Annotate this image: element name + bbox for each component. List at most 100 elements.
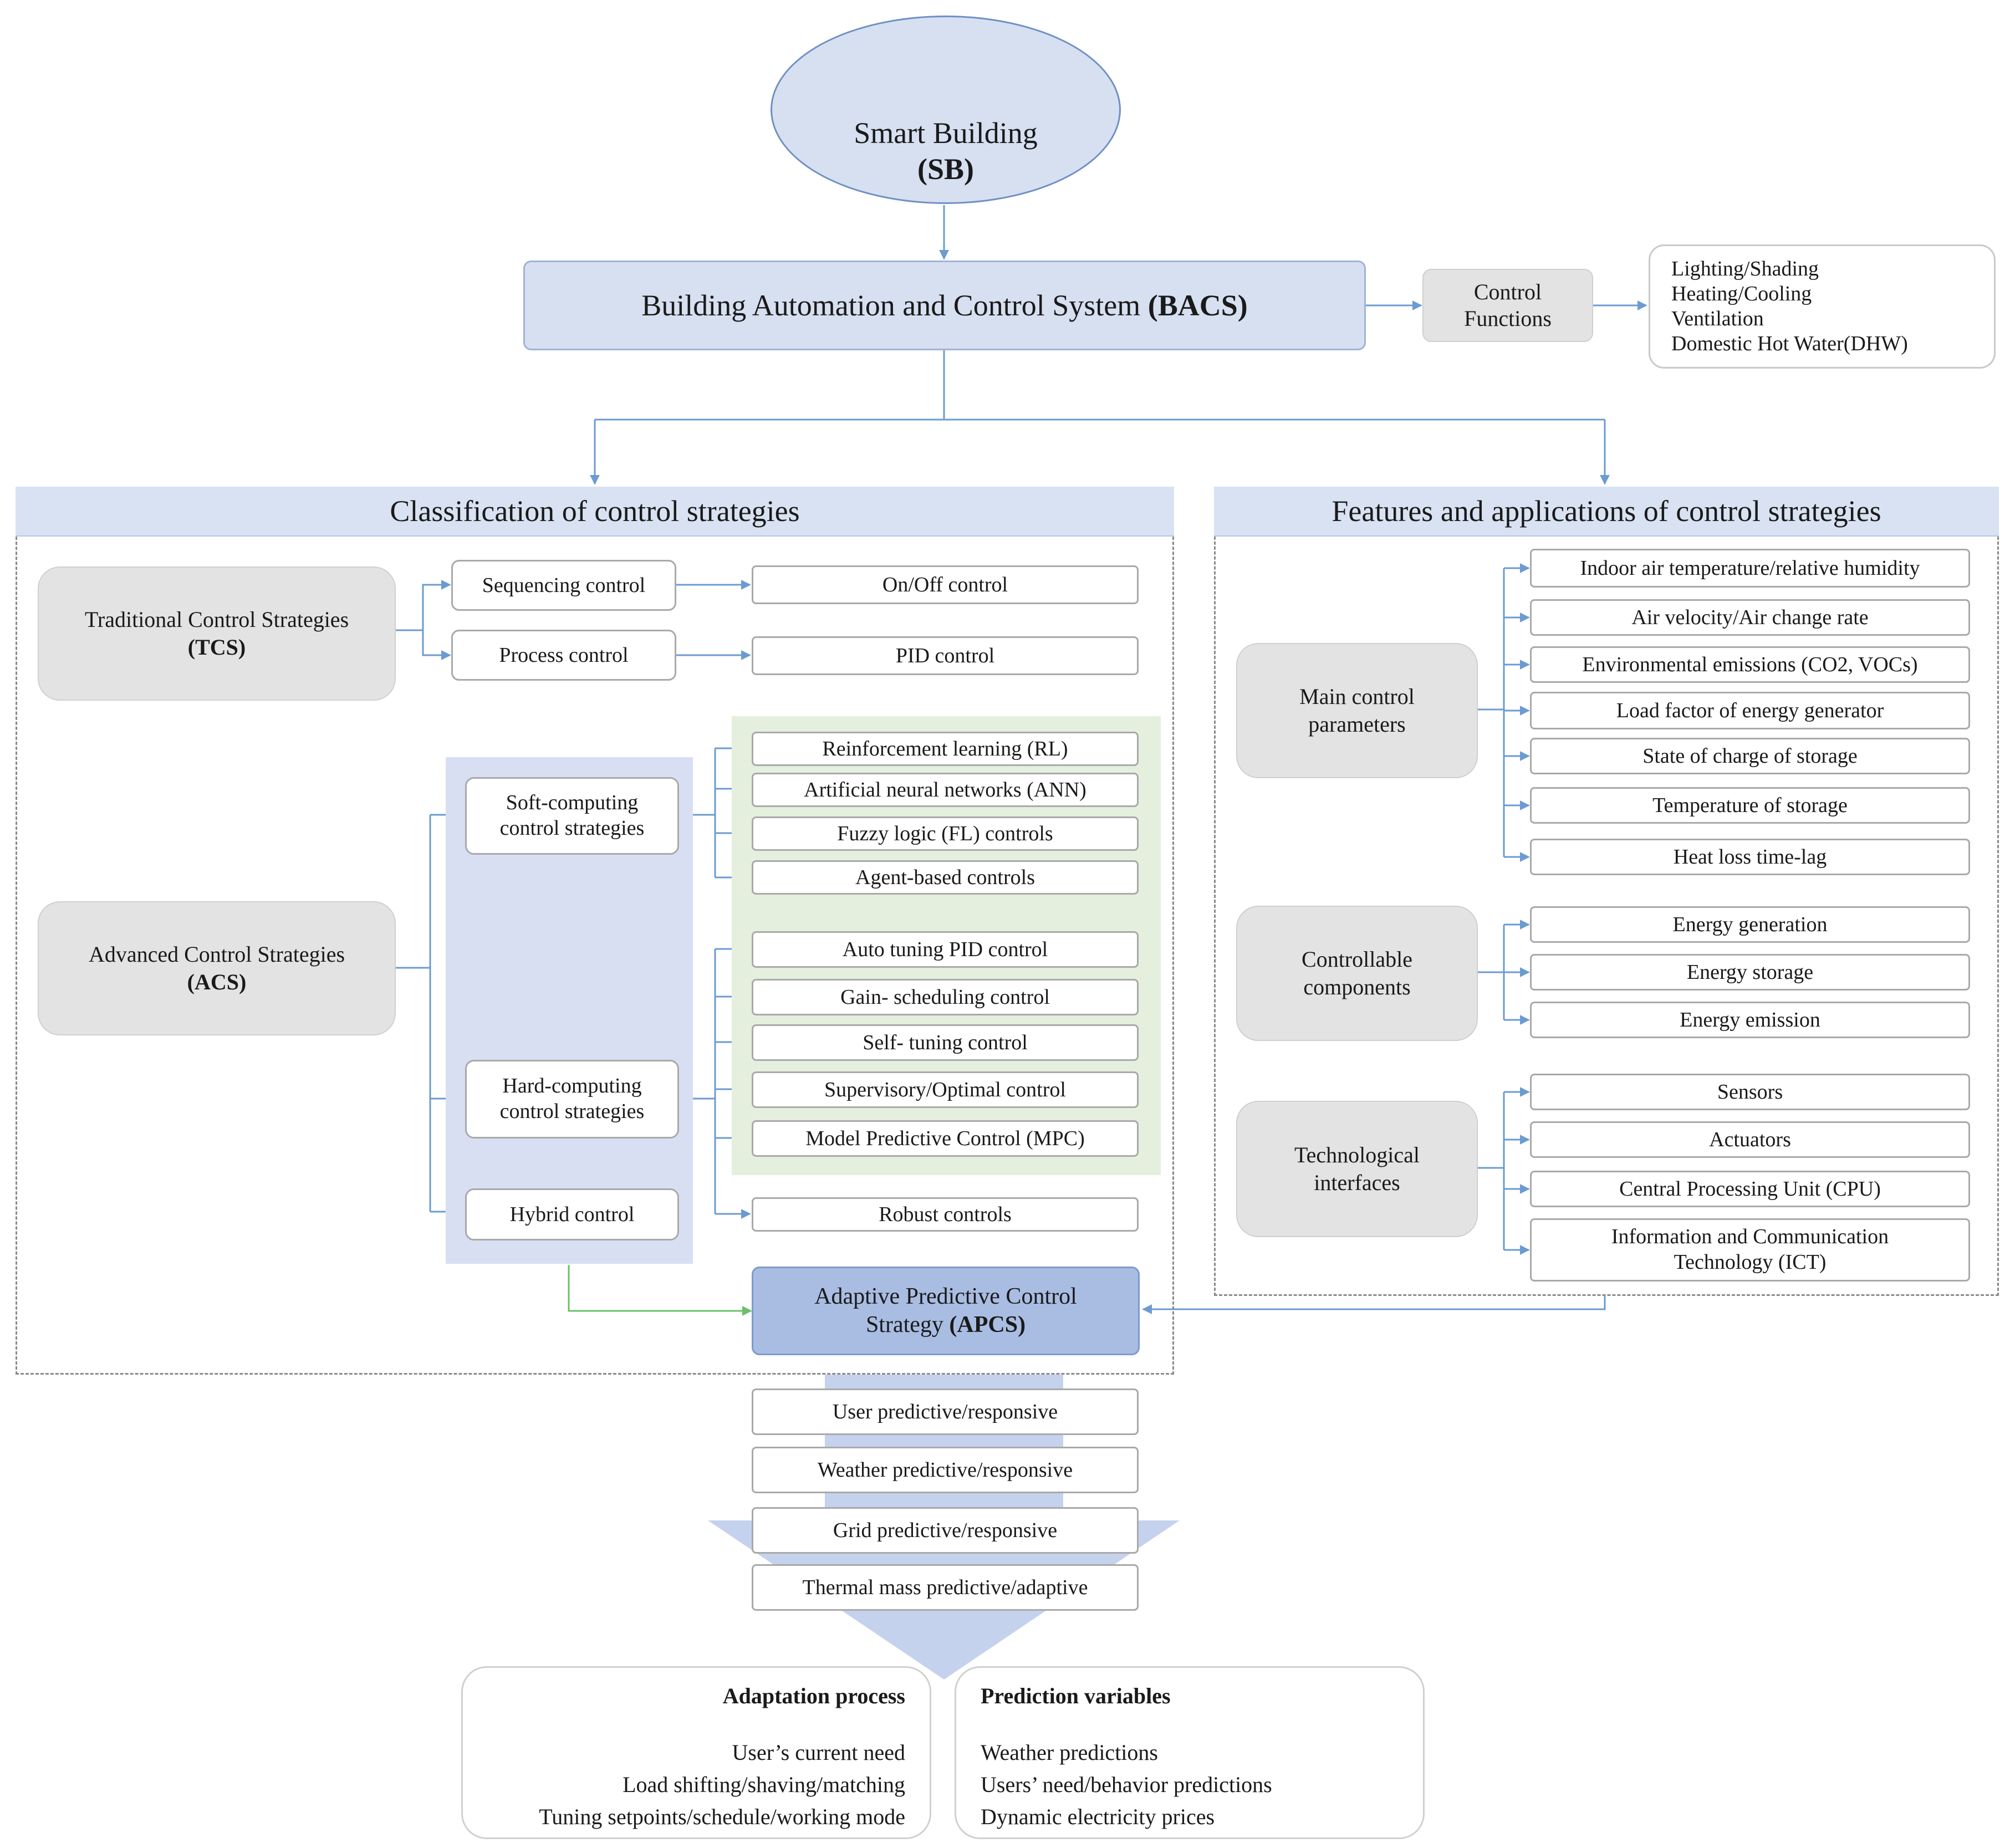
bacs-abbr: (BACS) xyxy=(1147,289,1248,322)
soft-item-label: Agent-based controls xyxy=(855,866,1035,889)
function-item: Lighting/Shading xyxy=(1671,257,1819,281)
functions-list: Lighting/Shading Heating/Cooling Ventila… xyxy=(1649,244,1996,369)
main-params-line1: Main control xyxy=(1299,684,1415,709)
apcs-line2-text: Strategy xyxy=(865,1312,943,1337)
acs-label: Advanced Control Strategies xyxy=(88,942,345,967)
main-params-node: Main control parameters xyxy=(1236,643,1478,778)
hard-item-label: Supervisory/Optimal control xyxy=(824,1078,1066,1101)
robust-controls-node: Robust controls xyxy=(752,1197,1139,1232)
param-label: Temperature of storage xyxy=(1652,794,1848,817)
sequencing-control-label: Sequencing control xyxy=(482,574,646,597)
smart-building-node: Smart Building (SB) xyxy=(771,16,1121,204)
prediction-item: Dynamic electricity prices xyxy=(981,1804,1215,1829)
hard-item-label: Self- tuning control xyxy=(863,1031,1028,1054)
param-label: Air velocity/Air change rate xyxy=(1631,606,1869,629)
apcs-node: Adaptive Predictive Control Strategy (AP… xyxy=(752,1267,1140,1355)
acs-node: Advanced Control Strategies (ACS) xyxy=(38,901,396,1035)
param-item: Indoor air temperature/relative humidity xyxy=(1530,549,1970,588)
interface-item: Actuators xyxy=(1530,1121,1970,1158)
function-item: Ventilation xyxy=(1671,307,1764,330)
predictive-label: User predictive/responsive xyxy=(832,1400,1058,1423)
hard-item-gain: Gain- scheduling control xyxy=(752,979,1139,1015)
control-functions-line2: Functions xyxy=(1464,306,1552,331)
features-title: Features and applications of control str… xyxy=(1214,487,1999,537)
param-item: Heat loss time-lag xyxy=(1530,839,1970,875)
component-label: Energy generation xyxy=(1672,913,1828,936)
prediction-item: Users’ need/behavior predictions xyxy=(981,1772,1272,1797)
soft-computing-node: Soft-computing control strategies xyxy=(465,777,679,855)
predictive-item: Thermal mass predictive/adaptive xyxy=(752,1564,1139,1611)
sequencing-control-node: Sequencing control xyxy=(451,560,676,611)
prediction-item: Weather predictions xyxy=(981,1740,1158,1765)
hard-computing-line1: Hard-computing xyxy=(502,1074,642,1098)
param-item: Load factor of energy generator xyxy=(1530,692,1970,729)
predictive-item: Grid predictive/responsive xyxy=(752,1507,1139,1554)
prediction-variables-box: Prediction variables Weather predictions… xyxy=(955,1666,1425,1839)
classification-title: Classification of control strategies xyxy=(16,487,1174,537)
component-label: Energy storage xyxy=(1686,961,1814,984)
param-label: State of charge of storage xyxy=(1642,744,1858,768)
tech-interfaces-node: Technological interfaces xyxy=(1236,1101,1478,1237)
soft-item-agent: Agent-based controls xyxy=(752,860,1139,895)
apcs-abbr: (APCS) xyxy=(949,1312,1026,1337)
hard-computing-line2: control strategies xyxy=(499,1100,645,1123)
param-item: State of charge of storage xyxy=(1530,738,1970,774)
adaptation-item: User’s current need xyxy=(732,1740,905,1765)
robust-controls-label: Robust controls xyxy=(879,1203,1012,1226)
ict-line2: Technology (ICT) xyxy=(1674,1250,1827,1274)
soft-item-ann: Artificial neural networks (ANN) xyxy=(752,773,1139,807)
hybrid-control-label: Hybrid control xyxy=(509,1203,635,1226)
hard-computing-node: Hard-computing control strategies xyxy=(465,1060,679,1139)
hard-item-self-tuning: Self- tuning control xyxy=(752,1024,1139,1061)
acs-abbr: (ACS) xyxy=(187,969,247,994)
param-item: Temperature of storage xyxy=(1530,787,1970,824)
onoff-control-node: On/Off control xyxy=(752,565,1139,604)
interface-label: Actuators xyxy=(1709,1128,1791,1151)
controllable-node: Controllable components xyxy=(1236,906,1478,1041)
hard-item-auto-pid: Auto tuning PID control xyxy=(752,931,1139,968)
hybrid-control-node: Hybrid control xyxy=(465,1188,679,1240)
function-item: Heating/Cooling xyxy=(1671,282,1812,306)
apcs-line2: Strategy (APCS) xyxy=(866,1311,1026,1339)
interface-item: Central Processing Unit (CPU) xyxy=(1530,1171,1970,1207)
param-label: Environmental emissions (CO2, VOCs) xyxy=(1582,653,1918,676)
soft-item-label: Artificial neural networks (ANN) xyxy=(804,778,1086,802)
adaptation-item: Load shifting/shaving/matching xyxy=(623,1772,905,1797)
component-label: Energy emission xyxy=(1680,1008,1820,1032)
interface-label: Central Processing Unit (CPU) xyxy=(1619,1177,1881,1201)
process-control-label: Process control xyxy=(499,644,629,667)
param-item: Air velocity/Air change rate xyxy=(1530,599,1970,636)
features-title-text: Features and applications of control str… xyxy=(1332,494,1881,528)
controllable-line1: Controllable xyxy=(1302,947,1412,972)
component-item: Energy emission xyxy=(1530,1002,1970,1038)
control-functions-node: Control Functions xyxy=(1422,269,1593,342)
main-params-line2: parameters xyxy=(1308,712,1406,737)
hybrid-to-apcs xyxy=(568,1265,752,1316)
tech-line1: Technological xyxy=(1294,1142,1420,1167)
ict-node: Information and Communication Technology… xyxy=(1530,1218,1970,1282)
predictive-item: Weather predictive/responsive xyxy=(752,1447,1139,1493)
interface-label: Sensors xyxy=(1717,1080,1783,1104)
onoff-control-label: On/Off control xyxy=(882,573,1008,596)
hard-item-mpc: Model Predictive Control (MPC) xyxy=(752,1120,1139,1157)
bacs-title: Building Automation and Control System xyxy=(641,289,1141,322)
function-item: Domestic Hot Water(DHW) xyxy=(1671,331,1908,355)
soft-computing-line2: control strategies xyxy=(499,816,645,840)
pid-control-label: PID control xyxy=(895,644,995,667)
soft-item-fl: Fuzzy logic (FL) controls xyxy=(752,816,1139,851)
soft-item-rl: Reinforcement learning (RL) xyxy=(752,732,1139,766)
component-item: Energy storage xyxy=(1530,954,1970,991)
bacs-node: Building Automation and Control System (… xyxy=(523,261,1366,350)
predictive-label: Weather predictive/responsive xyxy=(817,1458,1073,1482)
interface-item: Sensors xyxy=(1530,1074,1970,1110)
tcs-node: Traditional Control Strategies (TCS) xyxy=(38,566,396,701)
tech-line2: interfaces xyxy=(1314,1170,1400,1195)
soft-item-label: Fuzzy logic (FL) controls xyxy=(837,822,1053,845)
pid-control-node: PID control xyxy=(752,636,1139,675)
process-control-node: Process control xyxy=(451,630,676,681)
control-functions-line1: Control xyxy=(1473,279,1542,304)
predictive-label: Thermal mass predictive/adaptive xyxy=(802,1576,1088,1599)
smart-building-title: Smart Building xyxy=(854,116,1038,150)
adaptation-process-box: Adaptation process User’s current need L… xyxy=(461,1666,931,1839)
predictive-label: Grid predictive/responsive xyxy=(833,1519,1058,1542)
